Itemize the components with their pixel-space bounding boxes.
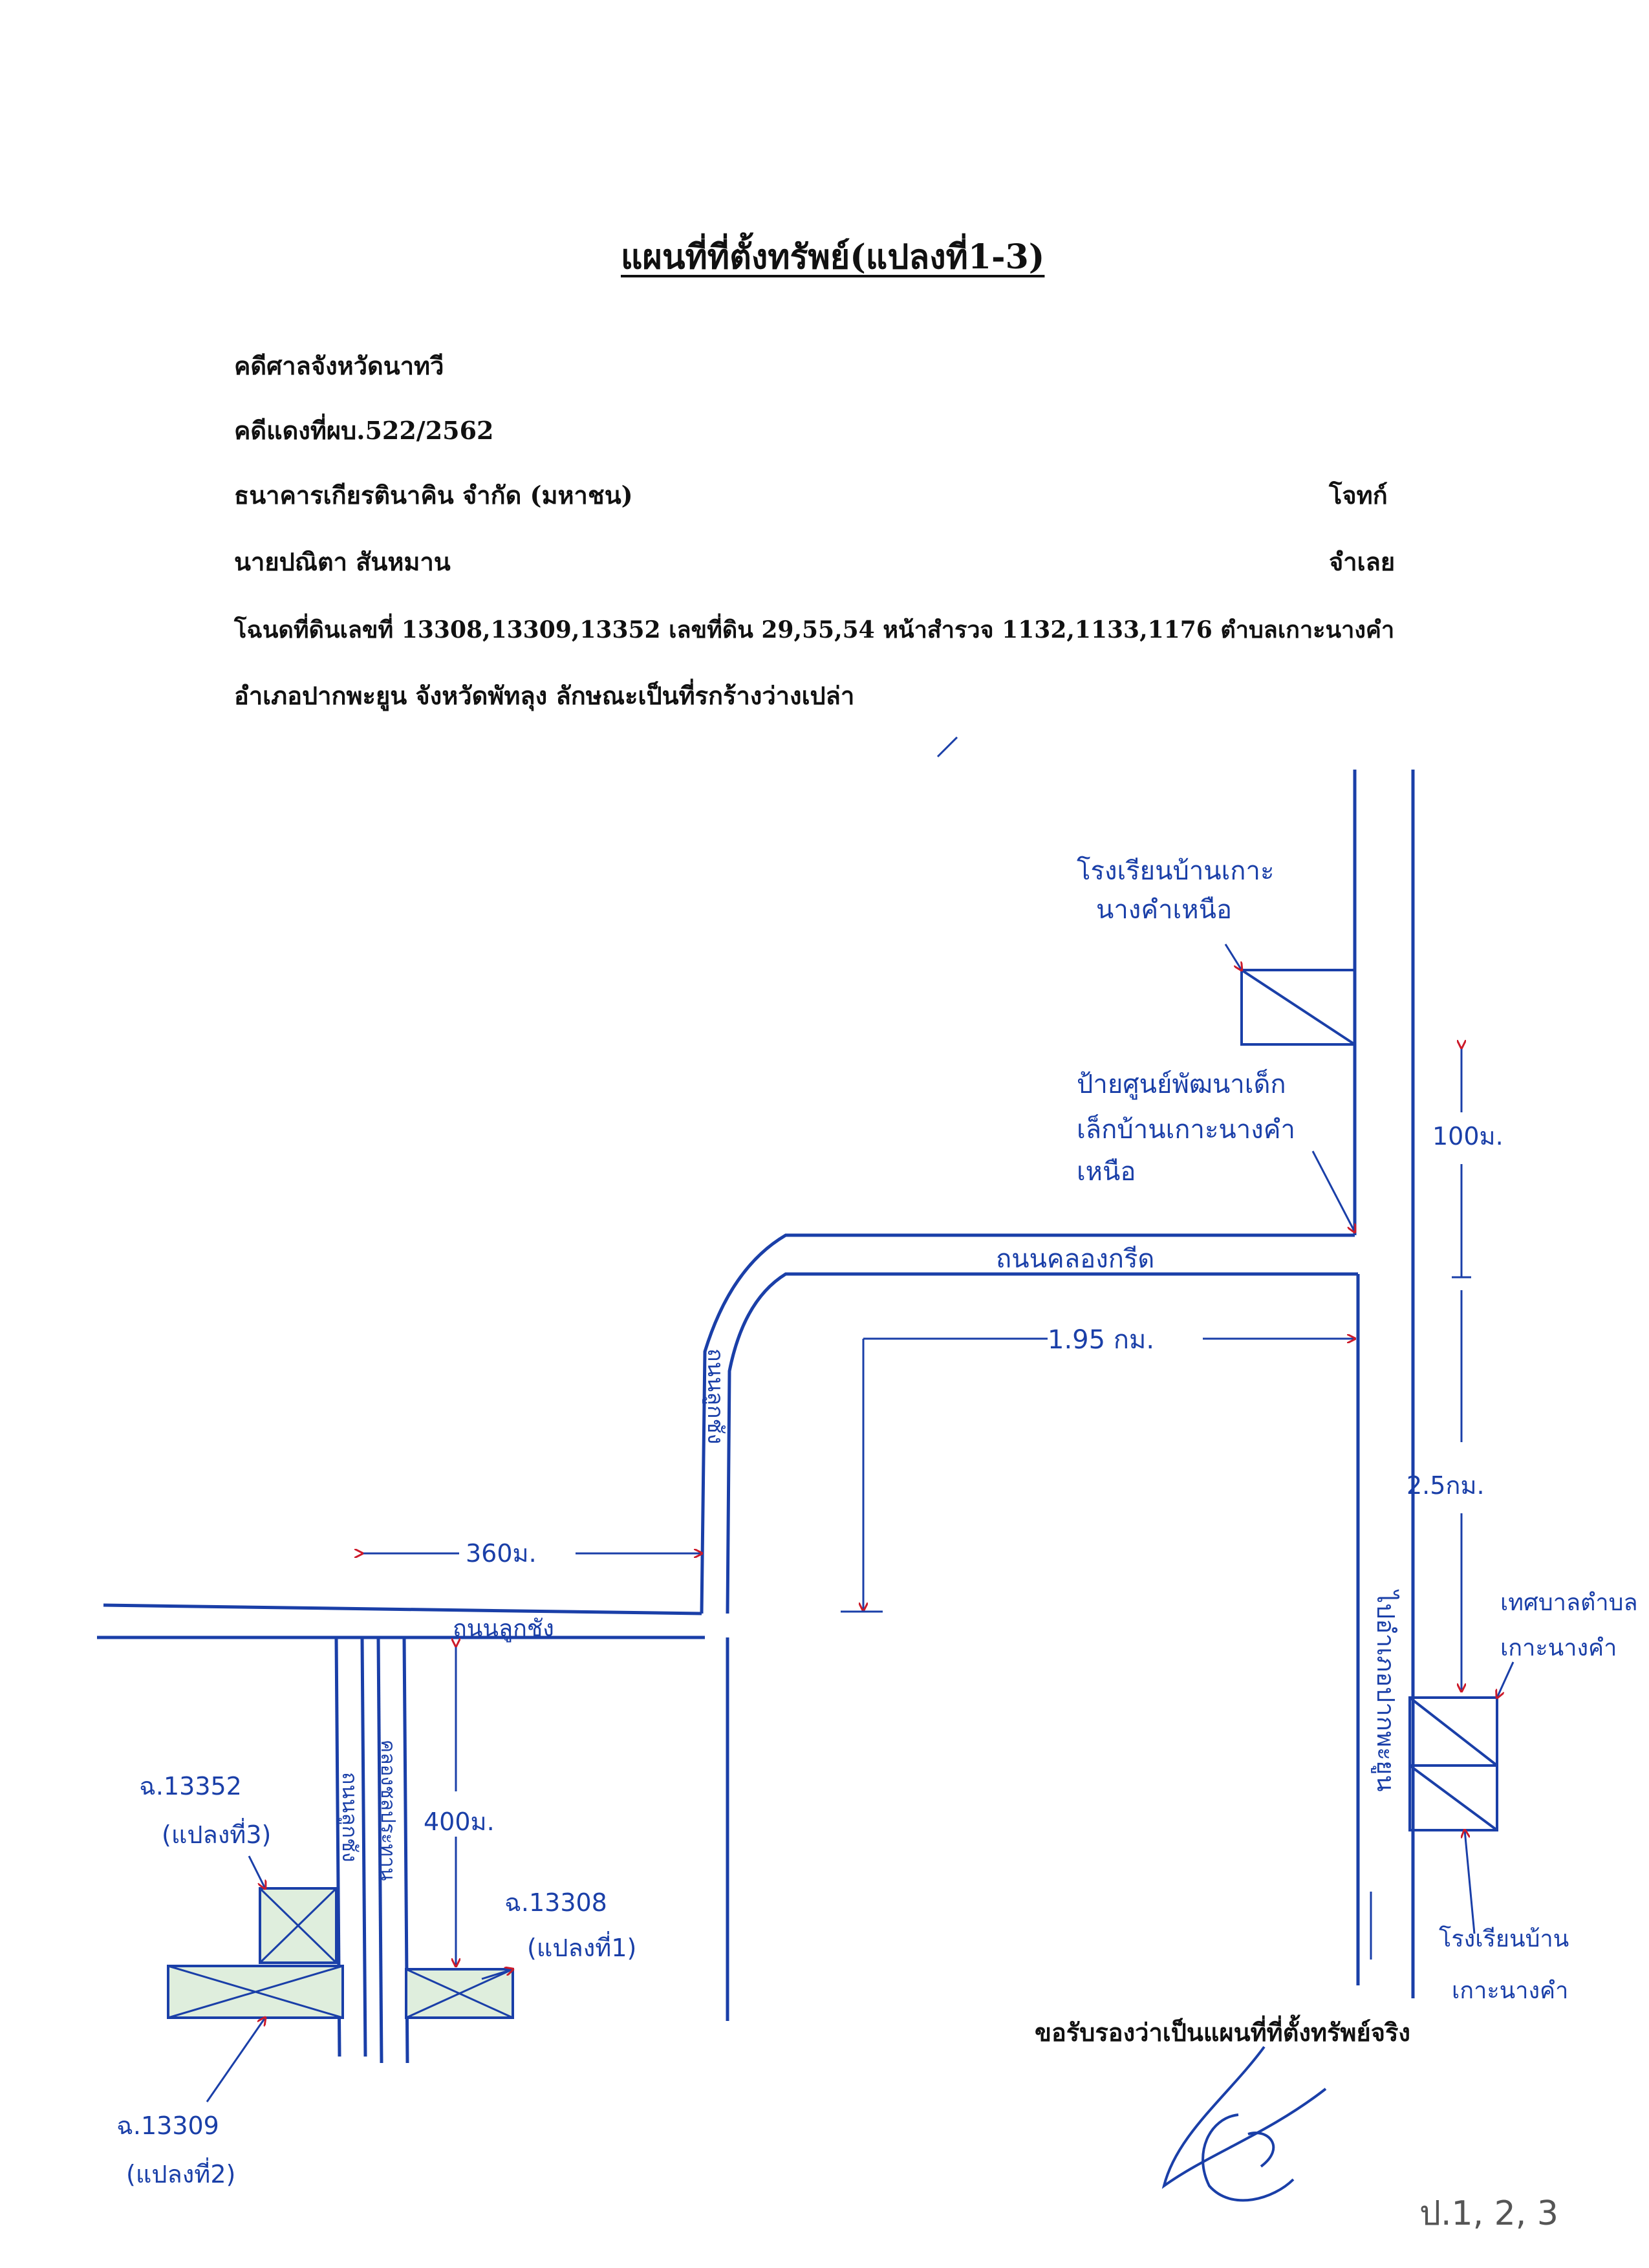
canal-label: คลองชลประทาน: [376, 1740, 399, 1881]
canal-a: [376, 1637, 383, 2064]
case-number: คดีแดงที่ผบ.522/2562: [234, 416, 494, 445]
page-title: แผนที่ที่ตั้งทรัพย์(แปลงที่1-3): [621, 237, 1045, 277]
location-line: อำเภอปากพะยูน จังหวัดพัทลุง ลักษณะเป็นที…: [234, 681, 855, 710]
defendant-role: จำเลย: [1329, 547, 1396, 576]
plot-2-deed: ฉ.13309: [116, 2111, 219, 2140]
school-north-label-1: โรงเรียนบ้านเกาะ: [1077, 856, 1274, 886]
road-mid-label: ถนนลูกชัง: [453, 1615, 554, 1643]
road-vertical-label: ถนนลูกชัง: [702, 1348, 728, 1444]
court-line: คดีศาลจังหวัดนาทวี: [234, 351, 444, 380]
school-south-label-1: โรงเรียนบ้าน: [1439, 1925, 1569, 1952]
road-mid-top: [103, 1603, 702, 1615]
road-lines: [97, 770, 1415, 2064]
signature: [1161, 2046, 1327, 2202]
main-road-label: ไปอำเภอปากพะยูน: [1371, 1589, 1400, 1791]
page-reference: ป.1, 2, 3: [1419, 2194, 1558, 2233]
dist-360m-label: 360ม.: [466, 1539, 537, 1568]
dist-25km-label: 2.5กม.: [1406, 1471, 1485, 1500]
dist-195km-label: 1.95 กม.: [1048, 1325, 1154, 1355]
left-road-b: [360, 1637, 367, 2057]
deed-line: โฉนดที่ดินเลขที่ 13308,13309,13352 เลขที…: [234, 616, 1395, 643]
road-top-outer: [700, 1233, 1355, 1614]
plaintiff-name: ธนาคารเกียรตินาคิน จำกัด (มหาชน): [234, 481, 633, 510]
child-center-label-2: เล็กบ้านเกาะนางคำ: [1077, 1114, 1295, 1145]
road-top-label: ถนนคลองกรีด: [996, 1244, 1154, 1274]
plot-3-number: (แปลงที่3): [162, 1818, 271, 1849]
school-north-building: [1240, 969, 1356, 1046]
left-road-label: ถนนลูกชัง: [337, 1772, 362, 1862]
school-south-label-2: เกาะนางคำ: [1452, 1978, 1568, 2004]
plot-1-number: (แปลงที่1): [527, 1931, 636, 1962]
plaintiff-role: โจทก์: [1329, 481, 1388, 510]
child-center-label-1: ป้ายศูนย์พัฒนาเด็ก: [1077, 1068, 1286, 1099]
child-center-label-3: เหนือ: [1077, 1157, 1136, 1187]
dist-100m-label: 100ม.: [1432, 1122, 1503, 1150]
certification-text: ขอรับรองว่าเป็นแผนที่ที่ตั้งทรัพย์จริง: [1035, 2018, 1410, 2047]
tambon-office-building: [1408, 1696, 1498, 1831]
tambon-office-label-2: เกาะนางคำ: [1500, 1635, 1617, 1661]
dist-400m-label: 400ม.: [424, 1808, 495, 1836]
road-top-inner: [726, 1272, 1358, 1614]
tambon-office-label-1: เทศบาลตำบล: [1500, 1590, 1638, 1616]
plot-2-number: (แปลงที่2): [126, 2157, 235, 2188]
plot-3-deed: ฉ.13352: [139, 1772, 242, 1800]
plot-1-deed: ฉ.13308: [504, 1888, 607, 1917]
school-north-label-2: นางคำเหนือ: [1096, 895, 1232, 925]
defendant-name: นายปณิตา สันหมาน: [234, 547, 451, 576]
